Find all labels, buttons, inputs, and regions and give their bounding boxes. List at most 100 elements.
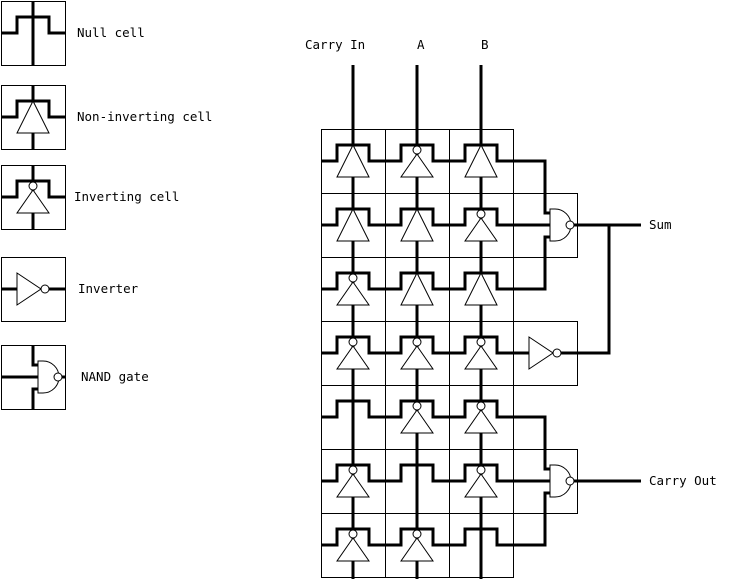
inversion-bubble-icon [412,401,422,411]
input-label-a: A [417,37,425,52]
extra-cell-inverter [513,321,578,386]
cell-inv [321,257,386,322]
inversion-bubble-icon [348,273,358,283]
inversion-bubble-icon [412,145,422,155]
nand-top-input-wire [543,449,550,471]
cell-null [321,385,386,450]
route-wire-bottom [513,513,547,547]
cell-inv [449,449,514,514]
cell-row-6 [321,513,514,578]
cell-array [321,65,641,579]
inverter-triangle-icon [400,537,434,562]
output-label-sum: Sum [649,217,672,232]
nand-bottom-input-wire [31,387,38,409]
input-label-carry-in: Carry In [305,37,365,52]
cell-null [385,449,450,514]
legend-label: Inverting cell [74,189,179,204]
buffer-triangle-icon [336,207,370,242]
legend-item-noninv: Non-inverting cell [1,85,212,150]
cell-noninv [385,193,450,258]
cell-noninv [449,129,514,194]
inverter-triangle-icon [16,272,42,306]
buffer-triangle-icon [16,99,50,134]
nand-routing [513,159,547,291]
inverter-triangle-icon [336,281,370,306]
cell-inv [321,449,386,514]
cell-row-0 [321,129,514,194]
inversion-bubble-icon [348,529,358,539]
cell-inv [449,193,514,258]
legend-label: NAND gate [81,369,149,384]
inverter-triangle-icon [400,409,434,434]
output-label-carry-out: Carry Out [649,473,717,488]
nand-bottom-input-wire [543,235,550,257]
inversion-bubble-icon [412,529,422,539]
buffer-triangle-icon [464,143,498,178]
cell-noninv [385,257,450,322]
input-label-b: B [481,37,489,52]
cell-noninv [449,257,514,322]
cell-inv [385,385,450,450]
inverter-triangle-icon [16,189,50,214]
inverter-triangle-icon [464,345,498,370]
extra-cell-nand [513,415,578,547]
cell-noninv [321,129,386,194]
inverter-triangle-icon [400,153,434,178]
cell-inv [385,129,450,194]
cell-row-5 [321,449,514,514]
buffer-triangle-icon [464,271,498,306]
inversion-bubble-icon [476,209,486,219]
inversion-bubble-icon [348,465,358,475]
inverter-triangle-icon [336,537,370,562]
inversion-bubble-icon [552,348,562,358]
nand-top-input-wire [543,193,550,215]
inversion-bubble-icon [40,284,50,294]
inverter-triangle-icon [464,409,498,434]
cell-inv [321,513,386,578]
nand-routing [513,415,547,547]
io-labels: Carry In A B Sum Carry Out [305,37,717,488]
nand-top-input-wire [31,345,38,367]
inversion-bubble-icon [348,337,358,347]
legend-item-inverter: Inverter [1,257,139,322]
cell-inv [385,321,450,386]
cell-inv [449,385,514,450]
inverter-triangle-icon [400,345,434,370]
legend-label: Non-inverting cell [77,109,212,124]
inversion-bubble-icon [476,401,486,411]
inversion-bubble-icon [476,337,486,347]
inversion-bubble-icon [565,476,575,486]
inverter-triangle-icon [464,217,498,242]
inversion-bubble-icon [28,181,38,191]
nand-bottom-input-wire [543,491,550,513]
cell-noninv [321,193,386,258]
inversion-bubble-icon [412,337,422,347]
sum-feedback-wire [577,225,611,355]
legend-item-inv: Inverting cell [1,165,179,230]
inverter-triangle-icon [464,473,498,498]
cell-row-1 [321,193,514,258]
inverter-triangle-icon [336,473,370,498]
extra-cell-nand [513,159,578,291]
inversion-bubble-icon [565,220,575,230]
cell-null [449,513,514,578]
legend-item-null: Null cell [1,1,145,66]
buffer-triangle-icon [400,271,434,306]
buffer-triangle-icon [336,143,370,178]
route-wire-bottom [513,257,547,291]
cell-row-4 [321,385,514,450]
inversion-bubble-icon [53,372,63,382]
inverter-triangle-icon [336,345,370,370]
cell-inv [321,321,386,386]
buffer-triangle-icon [400,207,434,242]
cell-inv [385,513,450,578]
route-wire-top [513,415,547,449]
inversion-bubble-icon [476,465,486,475]
cell-row-3 [321,321,514,386]
cell-inv [449,321,514,386]
cell-row-2 [321,257,514,322]
legend-label: Inverter [78,281,139,296]
legend-label: Null cell [77,25,145,40]
